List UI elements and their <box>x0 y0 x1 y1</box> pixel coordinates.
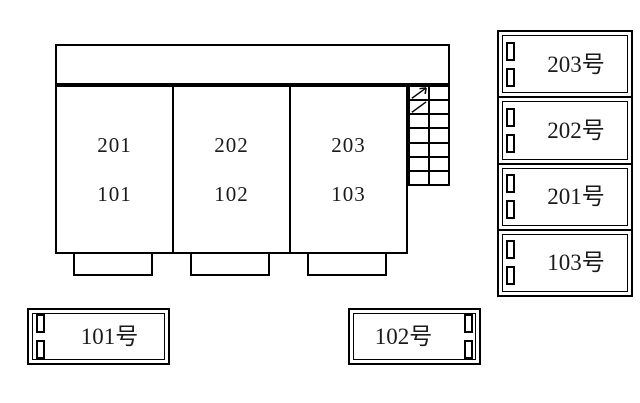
stair-cell <box>430 172 448 184</box>
stair-step-row <box>410 129 448 144</box>
stair-cell <box>410 115 430 128</box>
plate-bar-icon <box>505 67 515 87</box>
stair-step-row <box>410 143 448 158</box>
legend-plate-label: 103号 <box>547 250 605 276</box>
legend-plate-101[interactable]: 101号 <box>27 308 170 365</box>
plate-bar-icon <box>35 314 45 333</box>
unit-label-upper: 201 <box>97 132 132 157</box>
building-block: 201 101 202 102 203 103 <box>55 44 450 276</box>
stair-cell <box>430 144 448 156</box>
plate-bars <box>499 98 521 162</box>
plate-bar-icon <box>505 174 515 194</box>
unit-cell-202-102[interactable]: 202 102 <box>174 87 291 252</box>
corridor-band <box>55 44 450 85</box>
stair-step-row <box>410 115 448 130</box>
legend-plate-201[interactable]: 201号 <box>499 164 631 231</box>
plate-bar-icon <box>505 266 515 286</box>
staircase <box>408 85 450 186</box>
plate-bar-icon <box>505 133 515 153</box>
stair-cell <box>430 129 448 141</box>
stair-cell <box>430 87 448 99</box>
stair-cell <box>430 115 448 127</box>
stair-step-row <box>410 87 448 102</box>
legend-plate-label: 101号 <box>80 324 139 349</box>
stair-step-row <box>410 171 448 184</box>
stair-cell <box>410 171 430 184</box>
stair-step-row <box>410 101 448 116</box>
plate-bars <box>499 165 521 229</box>
unit-cell-203-103[interactable]: 203 103 <box>291 87 406 252</box>
stair-cell <box>430 158 448 170</box>
stair-direction-arrow-tail-icon <box>411 101 427 113</box>
stair-cell <box>430 101 448 113</box>
stair-cell <box>410 143 430 156</box>
unit-row: 201 101 202 102 203 103 <box>55 85 408 254</box>
unit-label-lower: 102 <box>214 181 249 206</box>
stair-cell <box>410 101 430 114</box>
plate-bar-icon <box>505 200 515 220</box>
plate-bars <box>457 310 479 363</box>
balcony-row <box>55 254 408 276</box>
plate-bar-icon <box>463 314 473 333</box>
plate-bar-icon <box>35 340 45 359</box>
stair-direction-arrow-icon <box>411 87 427 99</box>
legend-plate-103[interactable]: 103号 <box>499 230 631 295</box>
balcony <box>307 254 387 276</box>
unit-label-lower: 103 <box>331 181 366 206</box>
balcony <box>190 254 270 276</box>
plate-bars <box>499 32 521 96</box>
unit-label-upper: 203 <box>331 132 366 157</box>
stair-cell <box>410 87 430 100</box>
balcony <box>73 254 153 276</box>
plate-bars <box>29 310 51 363</box>
stair-step-row <box>410 157 448 172</box>
stair-cell <box>410 157 430 170</box>
legend-plate-label: 201号 <box>547 184 605 210</box>
legend-column: 203号 202号 201号 103号 <box>497 30 633 297</box>
legend-plate-202[interactable]: 202号 <box>499 98 631 165</box>
unit-label-upper: 202 <box>214 132 249 157</box>
legend-plate-label: 202号 <box>547 117 605 143</box>
plate-bar-icon <box>505 107 515 127</box>
plate-bar-icon <box>505 41 515 61</box>
plate-bar-icon <box>505 240 515 260</box>
unit-label-lower: 101 <box>97 181 132 206</box>
legend-plate-label: 203号 <box>547 51 605 77</box>
unit-cell-201-101[interactable]: 201 101 <box>57 87 174 252</box>
legend-plate-102[interactable]: 102号 <box>348 308 481 365</box>
stair-cell <box>410 129 430 142</box>
plate-bar-icon <box>463 340 473 359</box>
legend-plate-203[interactable]: 203号 <box>499 32 631 99</box>
plate-bars <box>499 231 521 295</box>
legend-plate-label: 102号 <box>374 324 433 349</box>
